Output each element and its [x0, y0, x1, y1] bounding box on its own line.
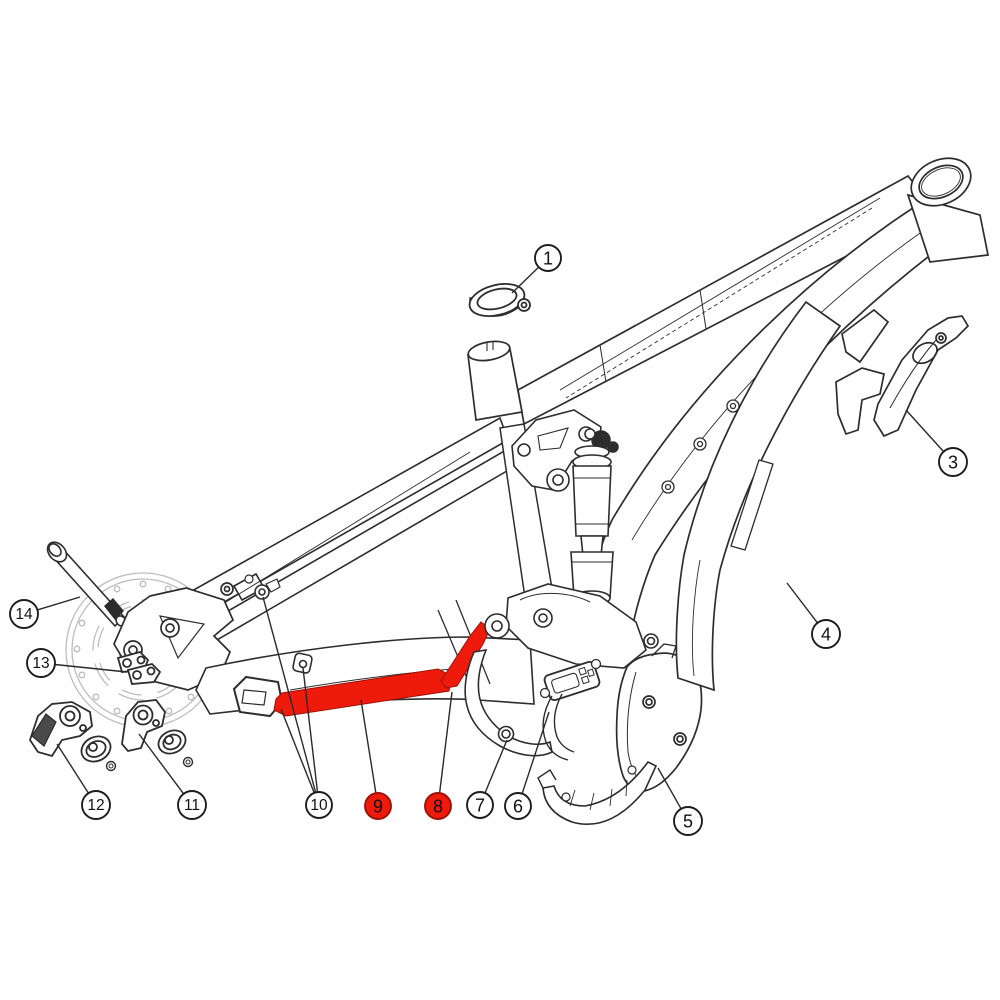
- leader-line-11: [138, 733, 185, 795]
- brake-adapter-links: [116, 650, 162, 685]
- callout-circle-12: [81, 790, 111, 820]
- lower-guard-band: [537, 760, 658, 826]
- callout-number-7: 7: [475, 796, 485, 816]
- sensor-bracket-arm: [542, 693, 575, 761]
- callout-number-10: 10: [310, 797, 328, 814]
- callout-number-3: 3: [948, 453, 958, 473]
- callout-circle-10: [305, 791, 333, 819]
- callout-7: 7: [466, 739, 508, 819]
- hanger-left-shaded-face: [31, 713, 57, 747]
- callout-number-8: 8: [433, 797, 443, 817]
- callout-number-1: 1: [543, 249, 553, 269]
- callout-circle-14: [9, 599, 39, 629]
- leader-line-1: [511, 266, 540, 294]
- callout-4: 4: [786, 582, 841, 649]
- callout-3: 3: [905, 409, 968, 477]
- leader-line-14: [37, 596, 81, 611]
- seat-clamp: [468, 283, 531, 317]
- leader-line-12: [56, 743, 90, 794]
- leader-line-10: [302, 667, 319, 793]
- callout-11: 11: [138, 733, 207, 820]
- callout-10: 10: [262, 596, 333, 819]
- callout-6: 6: [504, 711, 550, 820]
- cover-latch: [841, 308, 890, 364]
- leader-line-6: [521, 711, 550, 794]
- thru-axle: [46, 541, 127, 628]
- hanger-left: [29, 701, 117, 772]
- callout-number-14: 14: [15, 606, 33, 623]
- callout-circle-3: [938, 447, 968, 477]
- leader-line-8: [438, 691, 453, 794]
- motor-cluster: [464, 583, 647, 757]
- callout-14: 14: [9, 596, 81, 629]
- axle-thread-band: [104, 598, 124, 620]
- callout-circle-4: [811, 619, 841, 649]
- hanger-right: [121, 699, 194, 768]
- seat-mast: [467, 340, 523, 421]
- leader-line-10: [280, 708, 315, 794]
- callout-number-9: 9: [373, 797, 383, 817]
- downtube-screws: [661, 399, 740, 494]
- loose-bolts: [244, 574, 659, 743]
- leader-line-5: [657, 767, 682, 810]
- head-tube: [906, 157, 990, 263]
- callout-circle-7: [466, 791, 494, 819]
- cover-slot: [730, 459, 774, 551]
- callout-number-6: 6: [513, 797, 523, 817]
- speed-sensor: [539, 658, 602, 761]
- callout-1: 1: [511, 244, 562, 294]
- seat-mast-slot: [486, 341, 494, 351]
- bolt-left: [105, 760, 117, 772]
- chainstay-yoke: [464, 648, 553, 757]
- callout-circle-5: [673, 806, 703, 836]
- callout-5: 5: [657, 767, 703, 836]
- leader-line-7: [484, 739, 508, 794]
- callout-number-13: 13: [32, 655, 49, 672]
- callout-8: 8: [424, 691, 453, 820]
- leader-line-13: [54, 663, 128, 673]
- callout-circle-9: [364, 792, 392, 820]
- callout-circle-1: [534, 244, 562, 272]
- motor-skid-plate: [615, 643, 703, 792]
- callout-number-12: 12: [87, 797, 104, 814]
- callout-number-11: 11: [184, 797, 200, 814]
- chainstay-clamp-block: [232, 675, 284, 718]
- callout-13: 13: [26, 648, 128, 678]
- callout-circle-8: [424, 792, 452, 820]
- callout-number-4: 4: [821, 625, 831, 645]
- seatstay-guard: [835, 315, 970, 438]
- rear-shock: [570, 428, 619, 622]
- guard-clip: [835, 367, 885, 436]
- cable-guides: [254, 578, 313, 674]
- battery-cover: [675, 300, 890, 692]
- callout-12: 12: [56, 743, 111, 820]
- bolt-right: [182, 756, 194, 768]
- leader-line-3: [905, 409, 945, 453]
- leader-line-4: [786, 582, 819, 624]
- callout-circle-13: [26, 648, 56, 678]
- leader-line-9: [360, 699, 377, 794]
- callout-9: 9: [360, 699, 392, 820]
- callout-circle-6: [504, 792, 532, 820]
- callout-number-5: 5: [683, 812, 693, 832]
- callout-circle-11: [177, 790, 207, 820]
- chainstay-protector-upper: [440, 621, 491, 689]
- leader-line-10: [262, 596, 317, 793]
